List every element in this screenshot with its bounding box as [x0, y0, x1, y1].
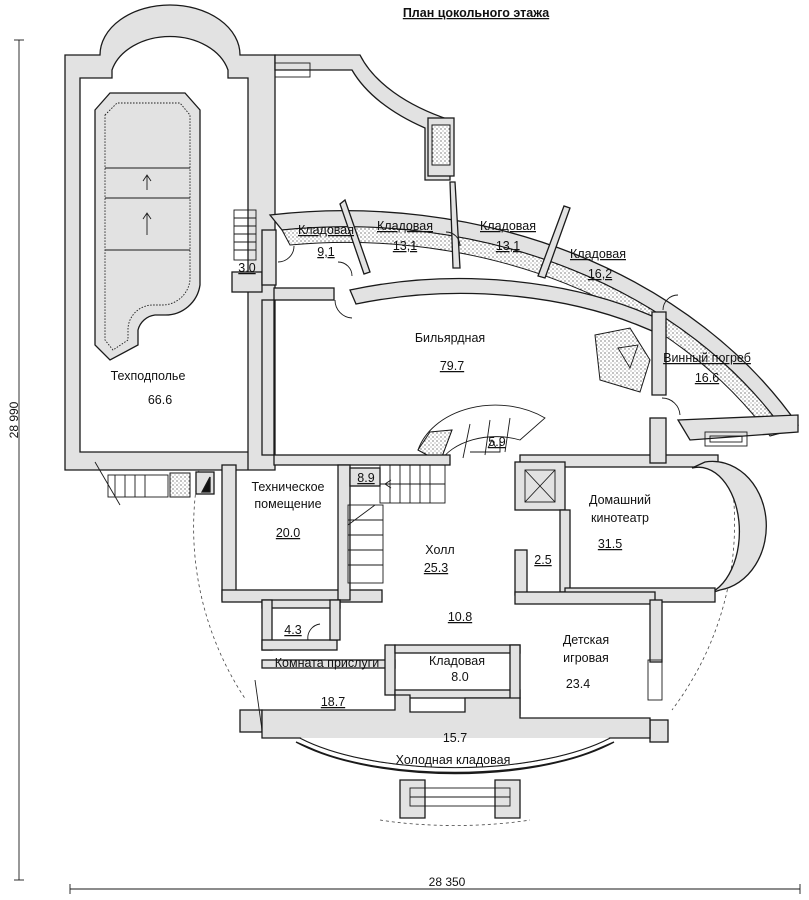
kholl-area: 25.3 [424, 561, 448, 575]
detskaya-name-1: Детская [563, 633, 609, 647]
width-dimension: 28 350 [429, 875, 466, 889]
komnata-prislugi-name: Комната прислуги [275, 656, 379, 670]
kladovaya-2-area: 13,1 [393, 239, 417, 253]
kladovaya-4-area: 16,2 [588, 267, 612, 281]
kinoteatr-name-1: Домашний [589, 493, 651, 507]
bilyardnaya-area: 79.7 [440, 359, 464, 373]
stair-spiral-area: 5.9 [488, 435, 505, 449]
kholodnaya-kladovaya-name: Холодная кладовая [396, 753, 511, 767]
dashed-arc-right [671, 469, 735, 711]
tekhpodpole-area: 66.6 [148, 393, 172, 407]
lower-walls [239, 599, 669, 826]
kladovaya-1-name: Кладовая [298, 223, 354, 237]
tekhpodpole-name: Техподполье [111, 369, 186, 383]
left-entrance [94, 461, 215, 506]
tekh-pomeshchenie-area: 20.0 [276, 526, 300, 540]
kladovaya-5-name: Кладовая [429, 654, 485, 668]
kladovaya-2-name: Кладовая [377, 219, 433, 233]
stair-small-area: 3.0 [238, 261, 255, 275]
stair-small [231, 209, 263, 293]
spiral-stair [417, 404, 546, 463]
kinoteatr-area: 31.5 [598, 537, 622, 551]
bilyardnaya-name: Бильярдная [415, 331, 485, 345]
kholl-name: Холл [425, 543, 454, 557]
dashed-arc-left [193, 464, 247, 701]
kladovaya-3-name: Кладовая [480, 219, 536, 233]
kladovaya-5-area: 8.0 [451, 670, 468, 684]
dimension-lines [14, 39, 801, 894]
detskaya-name-2: игровая [563, 651, 609, 665]
komnata-prislugi-area: 18.7 [321, 695, 345, 709]
small-room-area: 2.5 [534, 553, 551, 567]
tekhpodpole-block [64, 4, 276, 471]
middle-walls [221, 417, 768, 609]
kladovaya-1-area: 9,1 [317, 245, 334, 259]
billiard-walls [261, 231, 681, 456]
height-dimension: 28 990 [7, 401, 21, 438]
vinny-pogreb-name: Винный погреб [663, 351, 751, 365]
vinny-pogreb-area: 16.6 [695, 371, 719, 385]
detskaya-area: 23.4 [566, 677, 590, 691]
bathroom-area: 4.3 [284, 623, 301, 637]
kladovaya-3-area: 13,1 [496, 239, 520, 253]
north-arc-walls [261, 54, 799, 447]
plan-title: План цокольного этажа [403, 6, 550, 20]
stair-main-area: 8.9 [357, 471, 374, 485]
tekh-pomeshchenie-name-1: Техническое [252, 480, 325, 494]
kholodnaya-kladovaya-area: 15.7 [443, 731, 467, 745]
kladovaya-4-name: Кладовая [570, 247, 626, 261]
kinoteatr-name-2: кинотеатр [591, 511, 649, 525]
tekh-pomeshchenie-name-2: помещение [254, 497, 321, 511]
corridor-area: 10.8 [448, 610, 472, 624]
